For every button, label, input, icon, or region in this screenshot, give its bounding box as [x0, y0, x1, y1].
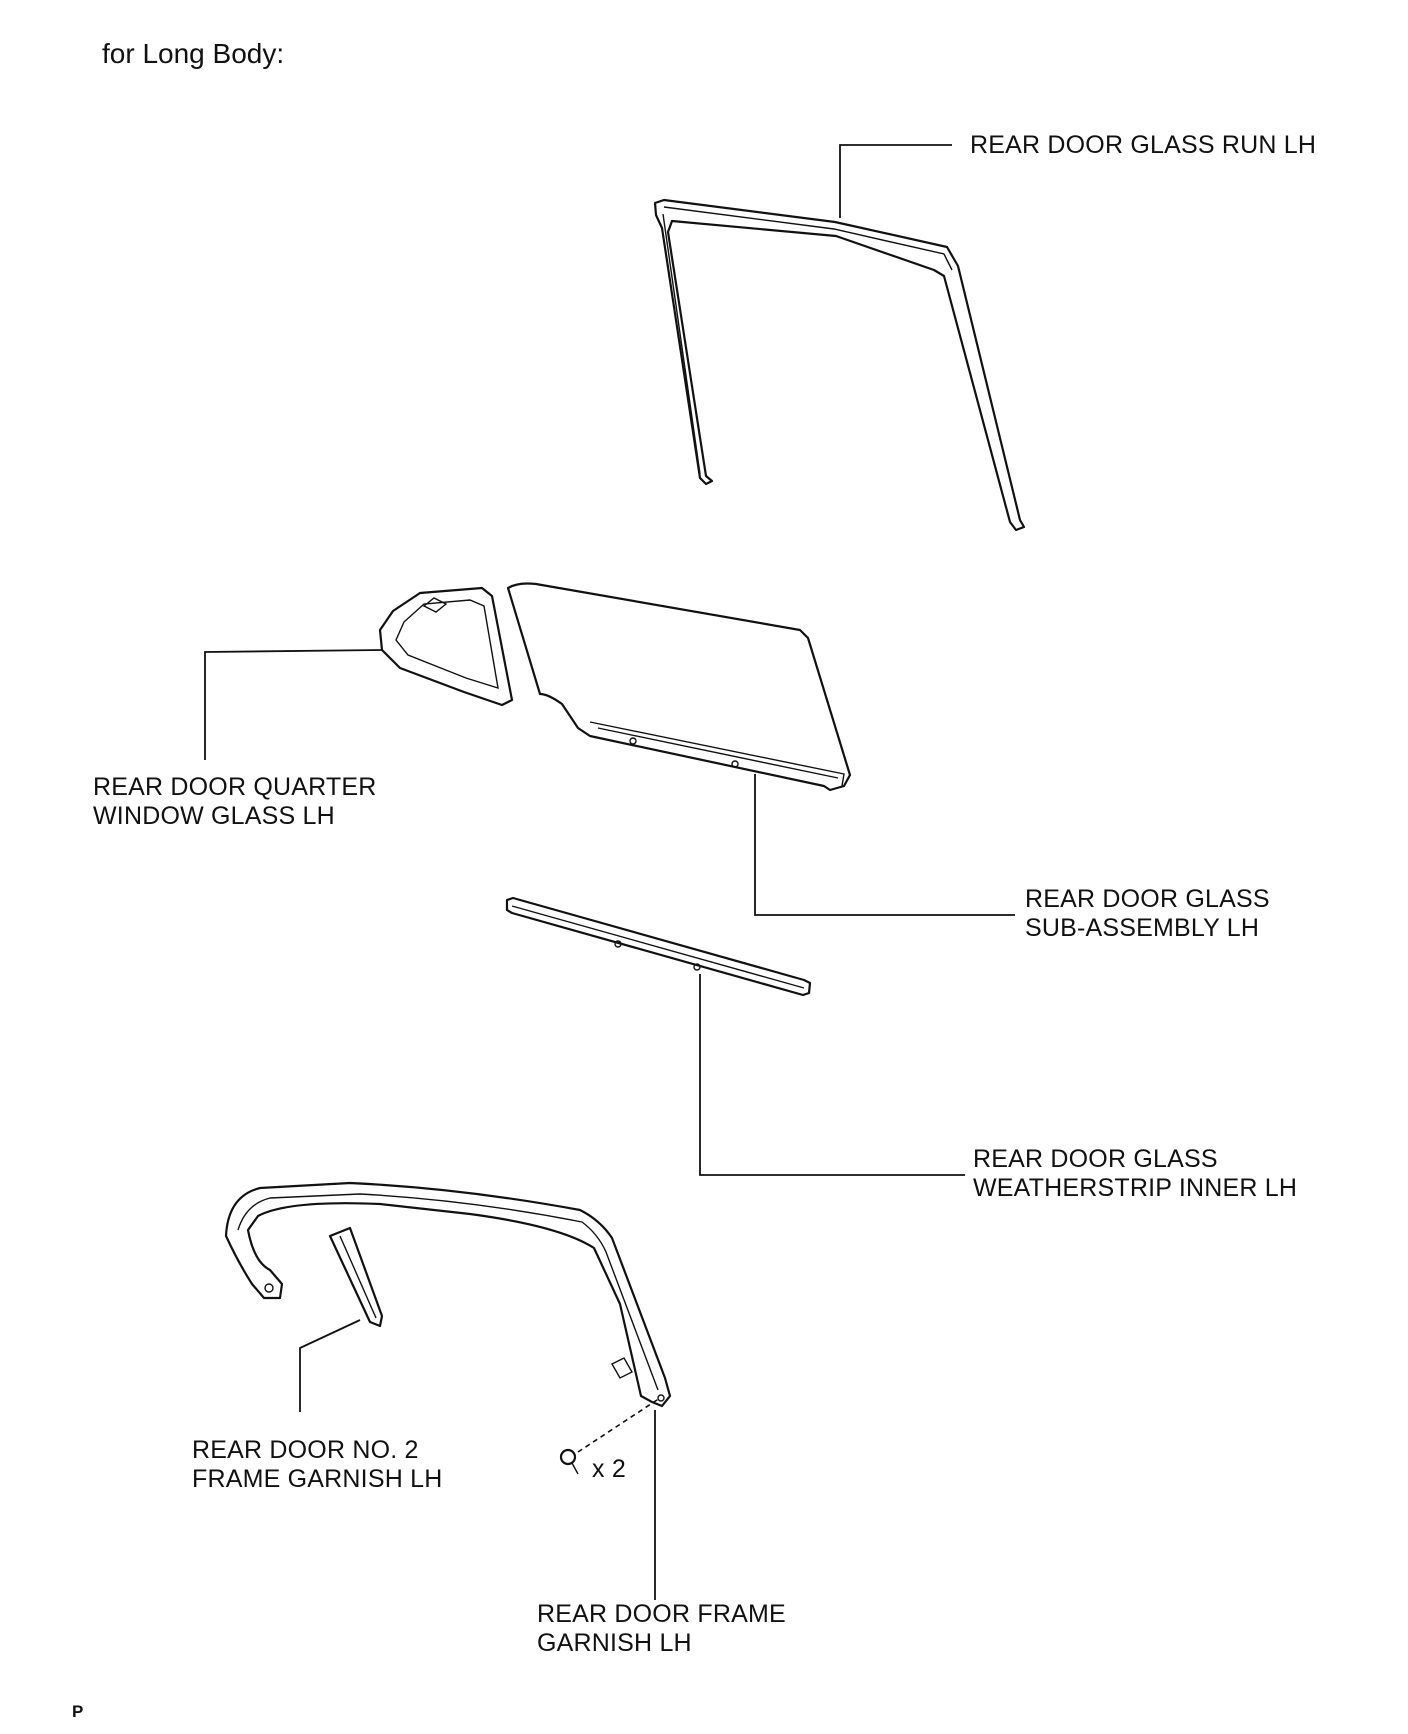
label-line: SUB-ASSEMBLY LH	[1025, 914, 1260, 942]
label-weatherstrip-inner: REAR DOOR GLASS WEATHERSTRIP INNER LH	[973, 1145, 1297, 1203]
leader-weatherstrip-inner	[699, 974, 965, 1176]
glass-sub-assembly-part	[506, 582, 852, 792]
fastener-quantity: x 2	[592, 1455, 626, 1484]
label-quarter-glass: REAR DOOR QUARTER WINDOW GLASS LH	[93, 773, 377, 831]
label-line: GARNISH LH	[537, 1629, 692, 1657]
leader-quarter-glass	[204, 649, 383, 760]
quarter-window-glass-part	[378, 586, 514, 707]
label-line: REAR DOOR GLASS RUN LH	[970, 131, 1317, 159]
label-line: REAR DOOR NO. 2	[192, 1436, 419, 1464]
page-title: for Long Body:	[102, 38, 285, 69]
label-frame-garnish: REAR DOOR FRAME GARNISH LH	[537, 1600, 786, 1658]
label-glass-sub-assembly: REAR DOOR GLASS SUB-ASSEMBLY LH	[1025, 885, 1270, 943]
label-line: REAR DOOR FRAME	[537, 1600, 786, 1628]
label-no2-frame-garnish: REAR DOOR NO. 2 FRAME GARNISH LH	[192, 1436, 442, 1494]
label-line: REAR DOOR GLASS	[1025, 885, 1270, 913]
label-line: FRAME GARNISH LH	[192, 1465, 443, 1493]
glass-run-part	[653, 198, 1026, 532]
no2-frame-garnish-part	[328, 1226, 384, 1328]
label-line: x 2	[592, 1455, 626, 1483]
clip-fastener-icon	[559, 1448, 579, 1475]
fastener-dashed-line	[577, 1397, 661, 1453]
glass-weatherstrip-inner-part	[505, 896, 812, 997]
label-line: WINDOW GLASS LH	[93, 802, 335, 830]
label-line: REAR DOOR GLASS	[973, 1145, 1218, 1173]
leader-glass-run	[839, 144, 952, 218]
leader-glass-sub-assembly	[754, 774, 1015, 916]
label-glass-run: REAR DOOR GLASS RUN LH	[970, 131, 1316, 160]
footer-code: P	[72, 1702, 84, 1721]
leader-no2-frame-garnish	[299, 1319, 361, 1412]
frame-garnish-part	[224, 1181, 672, 1408]
label-line: REAR DOOR QUARTER	[93, 773, 377, 801]
label-line: WEATHERSTRIP INNER LH	[973, 1174, 1298, 1202]
